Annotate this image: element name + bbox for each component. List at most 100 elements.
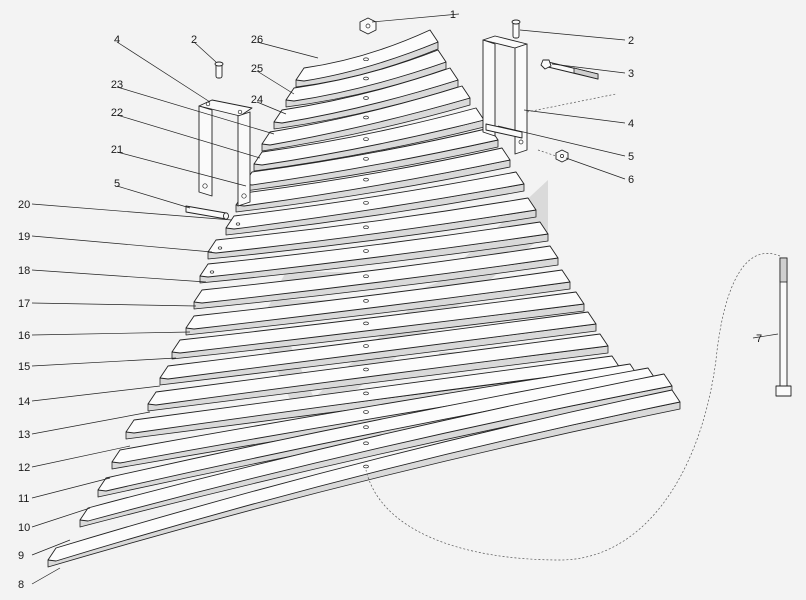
spring-leaf-face — [295, 29, 439, 82]
callout-number: 2 — [628, 35, 634, 47]
watermark-chevron — [262, 180, 548, 418]
end-hole — [235, 222, 241, 226]
bushing-end — [223, 212, 229, 220]
center-hole — [363, 96, 369, 100]
callout-number: 22 — [111, 107, 123, 119]
right-clamp — [482, 35, 528, 155]
callout-leader-line — [31, 269, 207, 283]
spring-leaf-face — [225, 171, 525, 230]
bushing-left — [185, 205, 229, 220]
clamp-nut — [555, 149, 569, 163]
callout-21: 21 — [111, 144, 247, 187]
callout-number: 2 — [191, 34, 197, 46]
callout-8: 8 — [18, 567, 61, 591]
center-hole — [363, 441, 369, 446]
callout-14: 14 — [18, 385, 161, 408]
center-hole — [363, 201, 369, 205]
spring-leaf-face — [79, 373, 673, 522]
alignment-line — [365, 253, 781, 561]
callout-18: 18 — [18, 265, 207, 283]
callout-number: 26 — [251, 34, 263, 46]
callout-19: 19 — [18, 231, 213, 253]
callout-number: 7 — [756, 333, 762, 345]
callout-leader-line — [31, 385, 161, 402]
callout-number: 11 — [18, 493, 29, 505]
callout-leader-line — [752, 333, 779, 339]
left-clamp-leg-front — [198, 105, 213, 197]
callout-leader-line — [31, 477, 111, 499]
callout-leader-line — [31, 567, 61, 585]
callout-leader-line — [31, 203, 233, 221]
spring-leaf — [207, 197, 537, 260]
callout-leader-line — [193, 41, 217, 63]
callout-leader-line — [31, 539, 71, 556]
callout-number: 17 — [18, 298, 30, 310]
rivet-pin-head — [214, 61, 224, 67]
callout-leader-line — [116, 41, 211, 103]
callout-7: 7 — [752, 333, 779, 345]
callout-4: 4 — [114, 34, 211, 103]
callout-24: 24 — [251, 94, 287, 115]
bolt-thread — [573, 67, 599, 80]
center-hole — [363, 425, 369, 429]
center-hole — [363, 464, 369, 469]
center-hole — [363, 115, 369, 120]
callout-5: 5 — [497, 125, 634, 163]
spring-leaf-face — [193, 245, 559, 304]
callout-leader-line — [31, 507, 91, 528]
right-clamp-hole — [518, 139, 524, 145]
spring-leaf-face — [273, 67, 459, 124]
callout-6: 6 — [565, 157, 634, 186]
callout-number: 24 — [251, 94, 263, 106]
callout-12: 12 — [18, 445, 131, 474]
center-hole — [363, 177, 369, 182]
callout-number: 16 — [18, 330, 30, 342]
callout-number: 21 — [111, 144, 123, 156]
center-hole — [363, 137, 369, 141]
callout-22: 22 — [111, 107, 261, 159]
callout-number: 13 — [18, 429, 30, 441]
spring-leaf-face — [285, 49, 447, 102]
callout-leader-line — [551, 63, 626, 74]
callout-number: 23 — [111, 79, 123, 91]
callout-16: 16 — [18, 330, 191, 342]
alignment-line — [526, 93, 617, 113]
callout-number: 5 — [114, 178, 120, 190]
callout-leader-line — [523, 109, 626, 124]
callout-17: 17 — [18, 298, 197, 310]
left-clamp-hole — [205, 101, 211, 107]
spring-leaf — [193, 245, 559, 310]
end-hole — [209, 270, 215, 274]
spring-leaf — [185, 269, 571, 336]
callout-number: 5 — [628, 151, 634, 163]
callout-number: 3 — [628, 68, 634, 80]
callout-leader-line — [371, 13, 460, 23]
callout-leader-line — [31, 302, 197, 307]
callout-number: 25 — [251, 63, 263, 75]
spring-leaf-face — [207, 197, 537, 254]
callout-26: 26 — [251, 34, 319, 59]
callout-leader-line — [116, 114, 261, 159]
callout-leader-line — [256, 41, 319, 59]
center-hole — [363, 321, 369, 326]
callout-number: 14 — [18, 396, 30, 408]
callout-number: 15 — [18, 361, 30, 373]
callout-23: 23 — [111, 79, 275, 135]
callout-4: 4 — [523, 109, 634, 130]
spring-leaf-face — [147, 333, 609, 406]
center-nut-bore — [365, 23, 371, 29]
left-clamp-hole — [237, 109, 243, 115]
center-hole — [363, 410, 369, 414]
left-clamp-hole — [202, 183, 208, 189]
center-hole — [363, 274, 369, 278]
callout-number: 12 — [18, 462, 30, 474]
center-hole — [363, 76, 369, 81]
center-bolt-nut — [359, 17, 377, 35]
callout-number: 6 — [628, 174, 634, 186]
spring-leaf — [235, 147, 511, 213]
callout-2: 2 — [191, 34, 217, 63]
spring-leaf-face — [235, 147, 511, 207]
leaf-stack — [47, 29, 681, 568]
spring-leaf — [199, 221, 549, 284]
callout-number: 8 — [18, 579, 24, 591]
